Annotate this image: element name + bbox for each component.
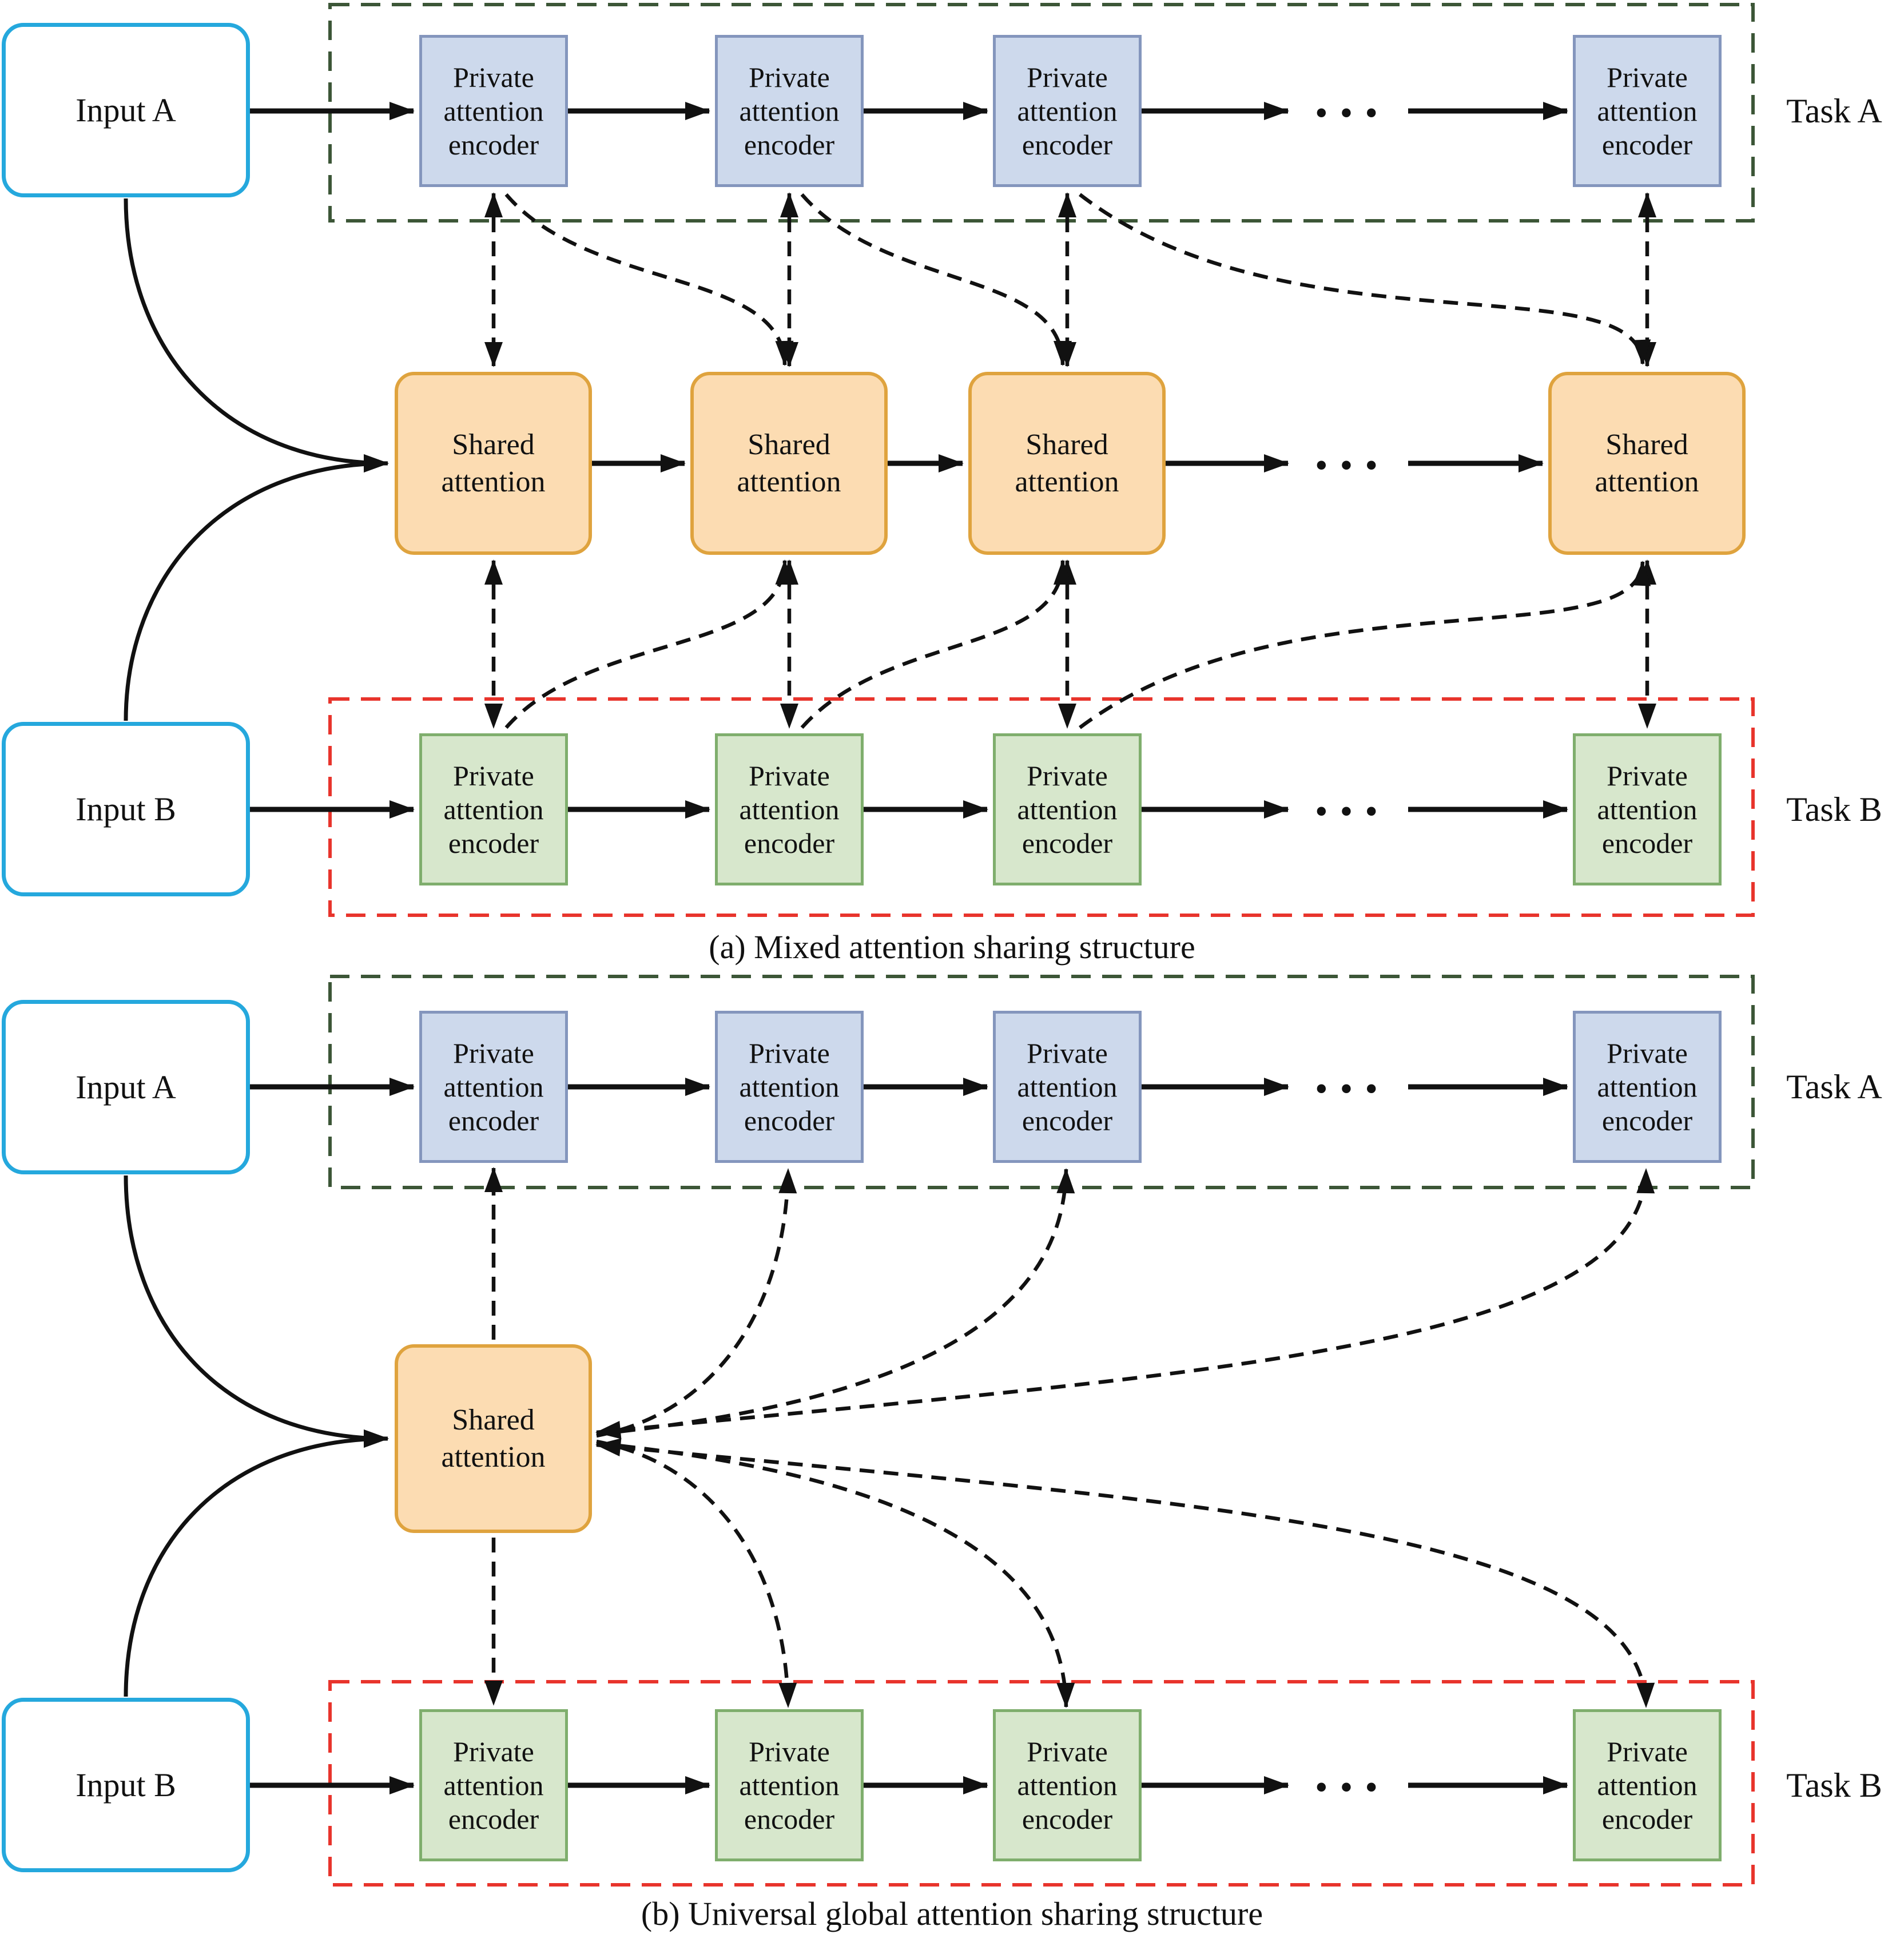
dcurve-shared-encA3-b	[596, 1168, 1075, 1436]
dcurve-encA2-sh3-a	[800, 193, 1072, 366]
dcurve-encA1-sh2-a	[504, 193, 794, 366]
input-a-box-a: Input A	[2, 23, 250, 197]
private-encoder-b1-b: Private attention encoder	[419, 1709, 568, 1861]
shared-attention-b: Shared attention	[395, 1344, 592, 1533]
private-encoder-b3-b: Private attention encoder	[993, 1709, 1142, 1861]
dcurve-shared-encA2-b	[596, 1168, 797, 1438]
private-encoder-a1-b: Private attention encoder	[419, 1011, 568, 1163]
shared-attention-label: Shared attention	[1595, 428, 1699, 498]
private-encoder-label: Private attention encoder	[1017, 61, 1118, 161]
curve-inputB-shared-a	[124, 454, 389, 721]
input-a-label: Input A	[75, 1069, 176, 1106]
ellipsis-shared-row-a: ···	[1312, 435, 1388, 495]
shared-attention-label: Shared attention	[737, 428, 841, 498]
input-a-label: Input A	[75, 92, 176, 129]
private-encoder-label: Private attention encoder	[1597, 61, 1698, 161]
private-encoder-label: Private attention encoder	[739, 61, 840, 161]
private-encoder-b2-a: Private attention encoder	[715, 733, 864, 885]
task-b-group-box-a	[328, 697, 1755, 917]
task-a-group-box-a	[328, 3, 1755, 223]
ellipsis-enc-a-row-a: ···	[1312, 82, 1388, 143]
private-encoder-label: Private attention encoder	[443, 61, 544, 161]
private-encoder-b1-a: Private attention encoder	[419, 733, 568, 885]
shared-attention-label: Shared attention	[441, 428, 546, 498]
dcurve-encB2-sh3-a	[800, 559, 1072, 729]
private-encoder-label: Private attention encoder	[1017, 1036, 1118, 1137]
curve-inputA-shared-a	[124, 198, 389, 472]
shared-attention-2-a: Shared attention	[690, 372, 888, 555]
task-b-label-a: Task B	[1786, 790, 1882, 828]
input-a-box-b: Input A	[2, 1000, 250, 1174]
shared-attention-1-a: Shared attention	[395, 372, 592, 555]
private-encoder-label: Private attention encoder	[1597, 759, 1698, 859]
caption-b: (b) Universal global attention sharing s…	[641, 1895, 1263, 1932]
private-encoder-label: Private attention encoder	[1017, 759, 1118, 859]
task-b-label-b: Task B	[1786, 1766, 1882, 1804]
input-b-label: Input B	[75, 791, 176, 828]
task-a-group-box-b	[328, 975, 1755, 1189]
private-encoder-label: Private attention encoder	[1597, 1735, 1698, 1835]
ellipsis-enc-a-row-b: ···	[1312, 1058, 1388, 1119]
caption-a: (a) Mixed attention sharing structure	[709, 928, 1195, 966]
dcurve-shared-encA4-b	[595, 1168, 1655, 1439]
private-encoder-label: Private attention encoder	[1017, 1735, 1118, 1835]
ellipsis-enc-b-row-b: ···	[1312, 1757, 1388, 1817]
private-encoder-label: Private attention encoder	[739, 1036, 840, 1137]
curve-inputB-shared-b	[124, 1429, 389, 1697]
private-encoder-label: Private attention encoder	[443, 1036, 544, 1137]
shared-attention-label: Shared attention	[441, 1404, 546, 1474]
shared-attention-label: Shared attention	[1015, 428, 1119, 498]
input-b-box-b: Input B	[2, 1698, 250, 1872]
private-encoder-a4-b: Private attention encoder	[1573, 1011, 1722, 1163]
private-encoder-a2-b: Private attention encoder	[715, 1011, 864, 1163]
private-encoder-a2-a: Private attention encoder	[715, 35, 864, 187]
dcurve-shared-encB3-b	[596, 1441, 1075, 1708]
dcurve-encA3-sh4-a	[1079, 193, 1651, 365]
private-encoder-label: Private attention encoder	[739, 1735, 840, 1835]
input-b-box-a: Input B	[2, 722, 250, 896]
private-encoder-label: Private attention encoder	[443, 1735, 544, 1835]
task-a-label-a: Task A	[1786, 92, 1882, 130]
private-encoder-b4-a: Private attention encoder	[1573, 733, 1722, 885]
dcurve-shared-encB2-b	[596, 1439, 797, 1708]
private-encoder-label: Private attention encoder	[1597, 1036, 1698, 1137]
private-encoder-b4-b: Private attention encoder	[1573, 1709, 1722, 1861]
private-encoder-b2-b: Private attention encoder	[715, 1709, 864, 1861]
private-encoder-label: Private attention encoder	[443, 759, 544, 859]
private-encoder-a4-a: Private attention encoder	[1573, 35, 1722, 187]
input-b-label: Input B	[75, 1766, 176, 1804]
private-encoder-a3-b: Private attention encoder	[993, 1011, 1142, 1163]
private-encoder-a1-a: Private attention encoder	[419, 35, 568, 187]
ellipsis-enc-b-row-a: ···	[1312, 781, 1388, 841]
dcurve-encB3-sh4-a	[1079, 561, 1651, 729]
shared-attention-3-a: Shared attention	[968, 372, 1166, 555]
private-encoder-label: Private attention encoder	[739, 759, 840, 859]
dcurve-encB1-sh2-a	[504, 559, 794, 729]
shared-attention-4-a: Shared attention	[1548, 372, 1746, 555]
task-a-label-b: Task A	[1786, 1067, 1882, 1106]
curve-inputA-shared-b	[124, 1175, 389, 1448]
private-encoder-a3-a: Private attention encoder	[993, 35, 1142, 187]
dcurve-shared-encB4-b	[595, 1438, 1655, 1708]
private-encoder-b3-a: Private attention encoder	[993, 733, 1142, 885]
